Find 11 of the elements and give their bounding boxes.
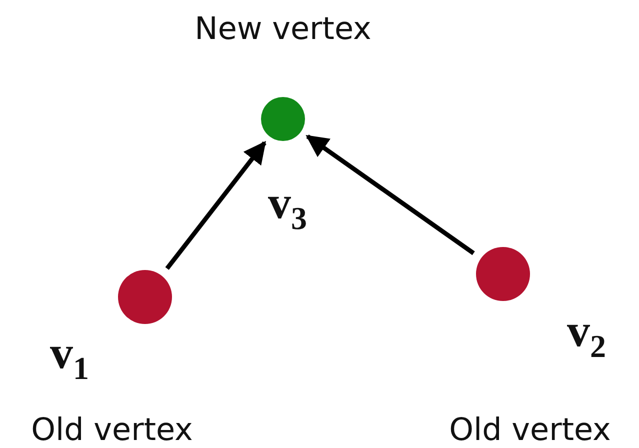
vertex-label: v$_{2}$ bbox=[567, 308, 606, 362]
vertex-label: v$_{1}$ bbox=[50, 330, 89, 384]
vertex-caption: Old vertex bbox=[31, 415, 193, 446]
vertex-circle bbox=[261, 97, 305, 141]
vertex-circle bbox=[476, 247, 530, 301]
vertex-label: v$_{3}$ bbox=[268, 180, 307, 234]
vertex-caption: Old vertex bbox=[449, 415, 611, 446]
arrow bbox=[306, 134, 475, 256]
vertex-circle bbox=[118, 270, 172, 324]
vertex-caption: New vertex bbox=[194, 14, 372, 45]
arrow bbox=[165, 140, 266, 270]
